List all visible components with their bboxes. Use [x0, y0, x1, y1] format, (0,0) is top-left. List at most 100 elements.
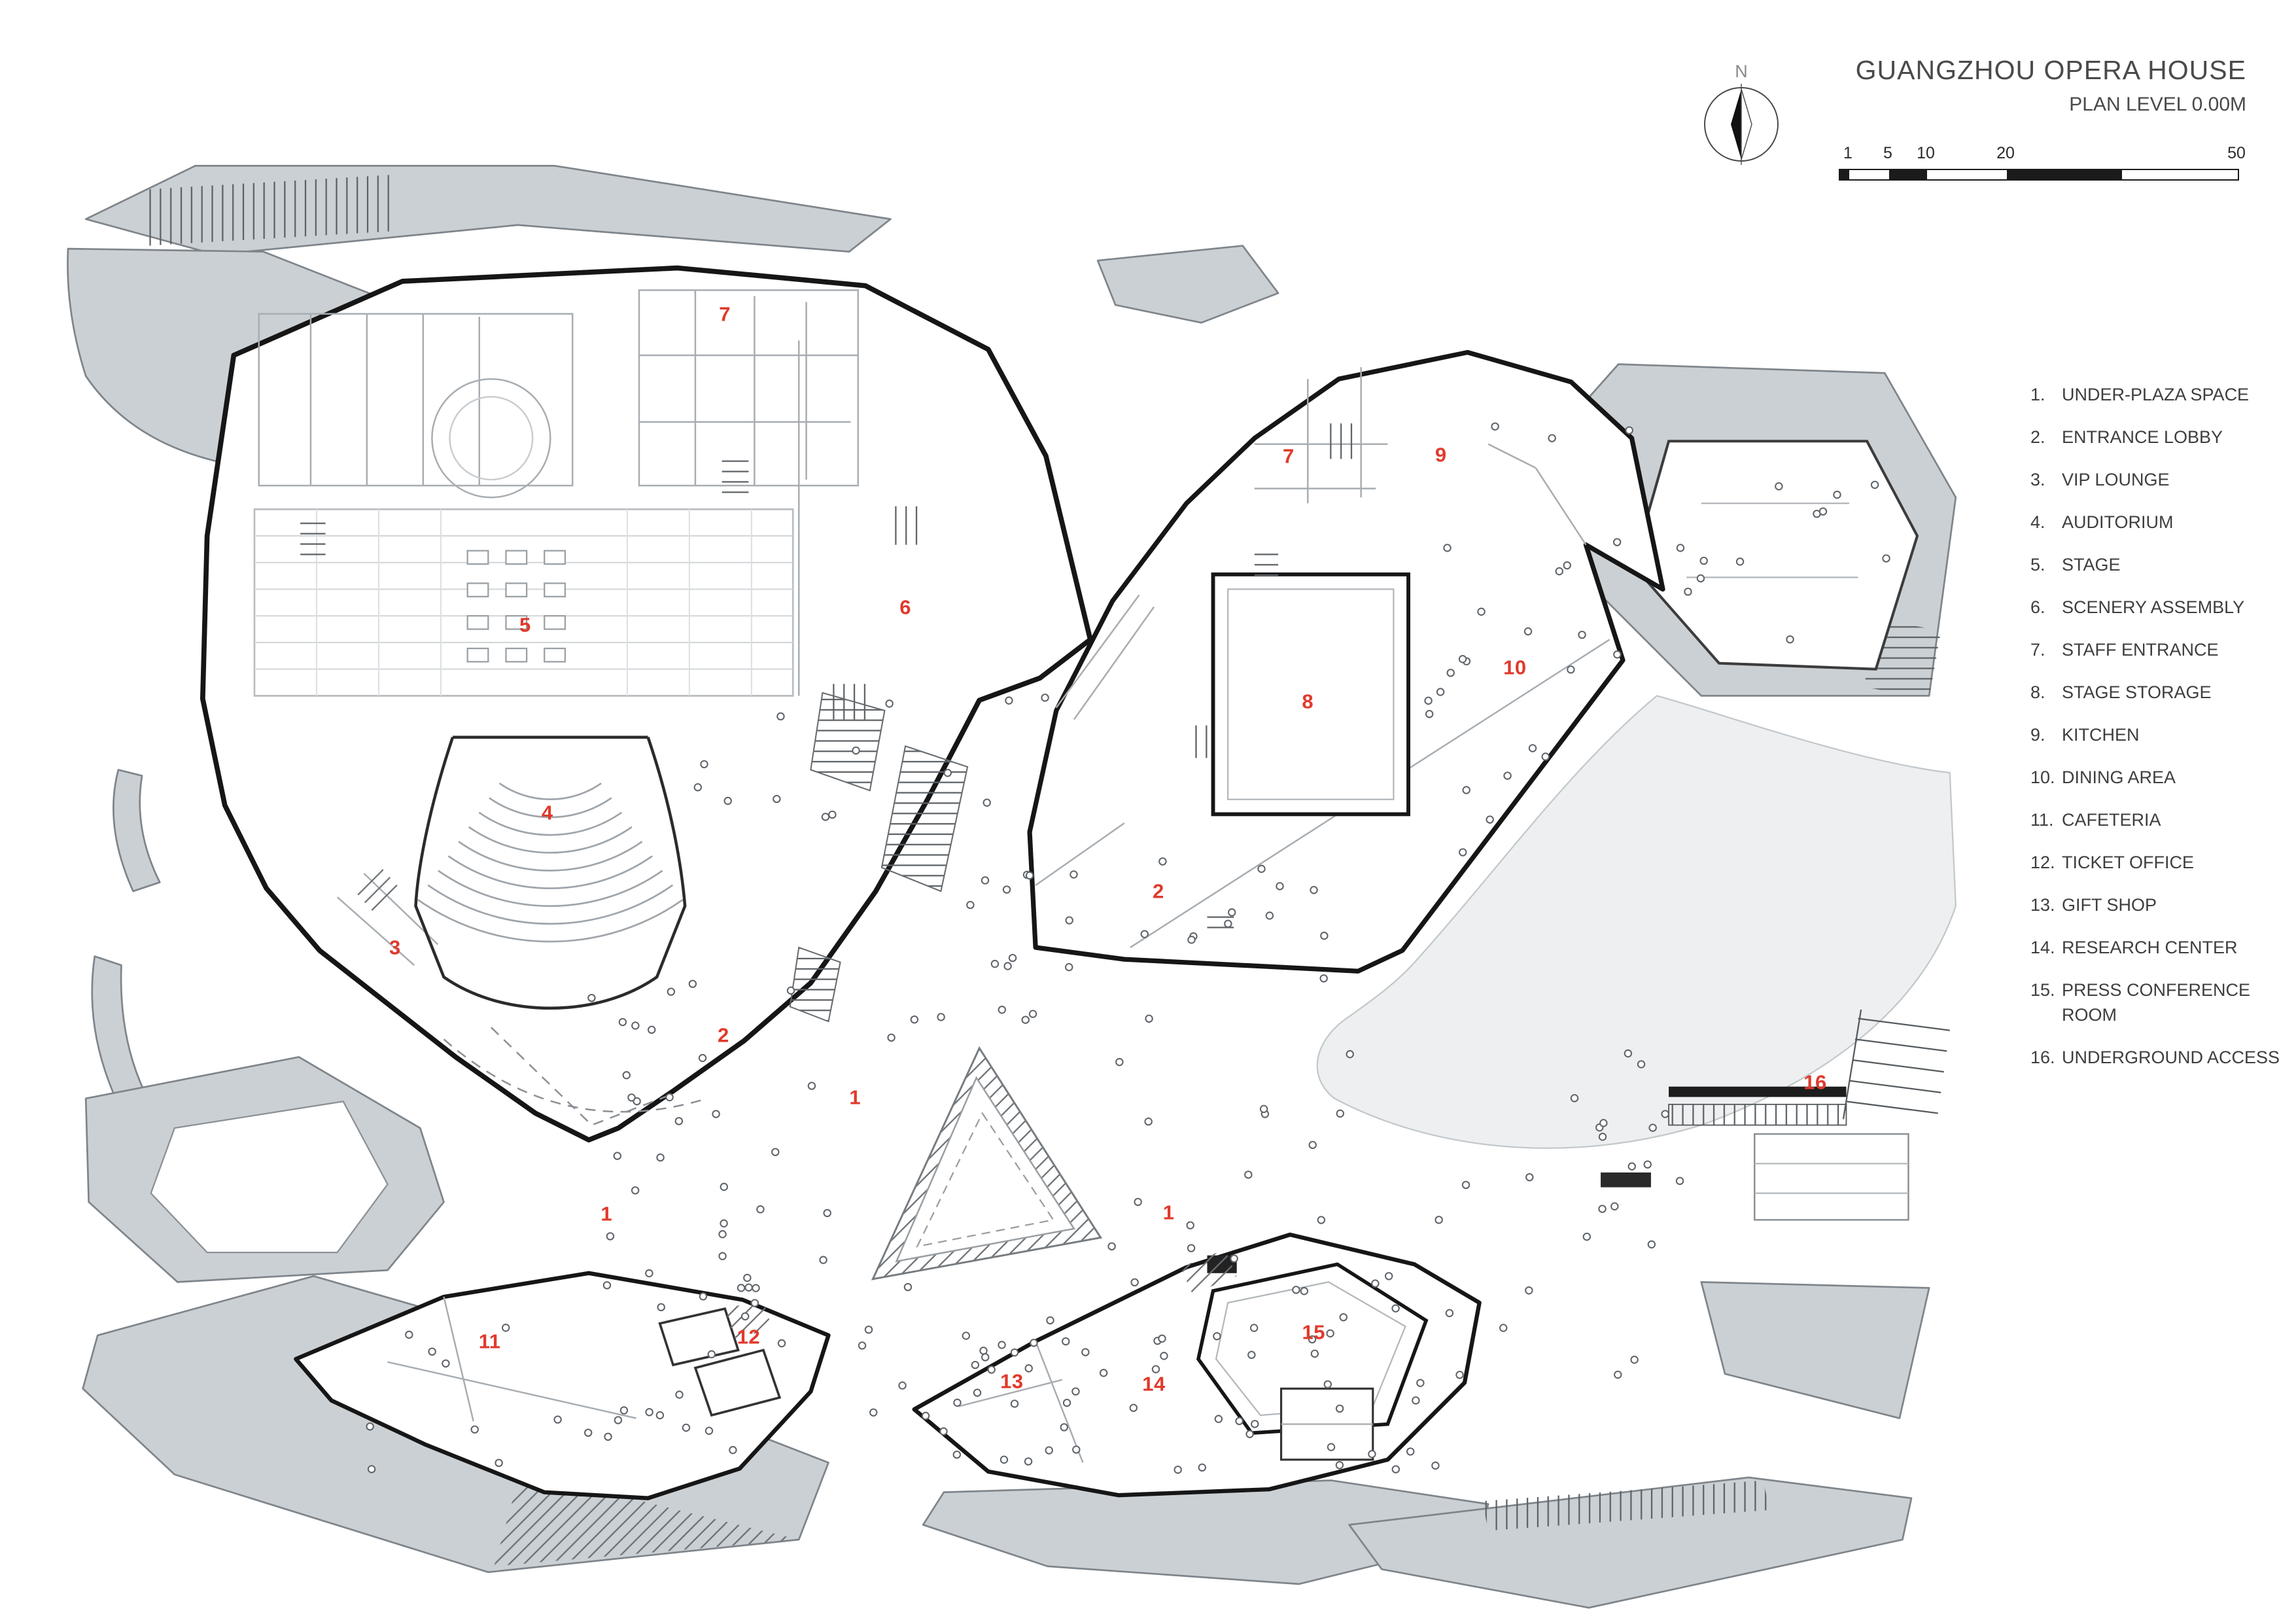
plaza-grand-stairs	[789, 692, 969, 1023]
column-dot	[1099, 1369, 1108, 1377]
legend-item: 4.AUDITORIUM	[2030, 510, 2292, 535]
pond	[1316, 695, 1957, 1149]
stage-box	[466, 550, 489, 565]
scale-tick-label: 1	[1843, 144, 1852, 162]
legend-item: 3.VIP LOUNGE	[2030, 467, 2292, 492]
legend-item-number: 11.	[2030, 810, 2054, 830]
legend-item-number: 6.	[2030, 597, 2045, 617]
column-dot	[1010, 1400, 1019, 1408]
column-dot	[887, 1033, 896, 1042]
column-dot	[910, 1015, 919, 1024]
auditorium-seating-arc	[447, 855, 653, 889]
column-dot	[1525, 1286, 1533, 1295]
scale-bar-ruler	[1839, 169, 2239, 181]
column-dot	[367, 1465, 376, 1474]
column-dot	[1461, 1180, 1470, 1190]
column-dot	[1570, 1094, 1579, 1103]
column-dot	[583, 1428, 593, 1437]
column-dot	[1247, 1350, 1256, 1359]
north-indicator: N	[1696, 60, 1787, 172]
column-dot	[750, 1299, 759, 1307]
column-dot	[1005, 696, 1013, 705]
column-dot	[1870, 480, 1879, 489]
legend-item-label: DINING AREA	[2062, 768, 2176, 787]
column-dot	[700, 760, 708, 769]
column-dot	[622, 1071, 631, 1080]
column-dot	[1025, 871, 1034, 880]
column-dot	[953, 1398, 962, 1407]
plan-number-label: 9	[1435, 443, 1447, 467]
plaza-triangle-skylight	[871, 1046, 1103, 1280]
column-dot	[737, 1284, 746, 1292]
column-dot	[718, 1230, 727, 1239]
column-dot	[998, 1341, 1006, 1349]
column-dot	[1000, 1455, 1009, 1464]
plan-number-label: 1	[1162, 1201, 1175, 1224]
column-dot	[1041, 694, 1049, 702]
auditorium-seating-arc	[417, 899, 684, 943]
column-dot	[1174, 1466, 1182, 1474]
column-dot	[983, 798, 991, 807]
legend-item: 11.CAFETERIA	[2030, 807, 2292, 832]
column-dot	[720, 1182, 729, 1192]
stage-storage-room	[1211, 572, 1410, 817]
stage-box	[505, 582, 528, 597]
legend-item-number: 3.	[2030, 470, 2045, 489]
terrain-left-mid-cutout	[150, 1101, 389, 1254]
column-dot	[1676, 544, 1685, 552]
column-dot	[1598, 1205, 1607, 1213]
column-dot	[1060, 1423, 1068, 1432]
column-dot	[1257, 864, 1266, 874]
column-dot	[1391, 1465, 1400, 1474]
scale-bar-segment	[1889, 170, 1927, 179]
column-dot	[613, 1152, 621, 1160]
column-dot	[1384, 1272, 1393, 1280]
column-dot	[1265, 911, 1274, 920]
auditorium-seating	[417, 782, 684, 943]
column-dot	[1134, 1197, 1142, 1207]
column-dot	[698, 1053, 707, 1063]
side-stair-lines	[1842, 1009, 1950, 1120]
plan-number-label: 2	[718, 1023, 729, 1046]
column-dot	[1525, 1173, 1534, 1182]
research-partitions	[958, 1341, 1373, 1463]
column-dot	[707, 1350, 716, 1358]
annex-building	[1027, 349, 1665, 974]
column-dot	[1335, 1404, 1344, 1413]
column-dot	[1696, 574, 1705, 583]
legend-item-label: STAFF ENTRANCE	[2062, 640, 2219, 660]
column-dot	[1675, 1176, 1684, 1186]
column-dot	[1445, 1309, 1454, 1318]
column-dot	[1833, 490, 1841, 499]
legend-item-label: PRESS CONFERENCE ROOM	[2062, 980, 2251, 1025]
column-dot	[1081, 1348, 1090, 1356]
column-dot	[1259, 1104, 1268, 1114]
column-dot	[981, 876, 990, 885]
column-dot	[495, 1458, 503, 1468]
legend-item-number: 14.	[2030, 938, 2055, 957]
scale-tick-label: 5	[1883, 144, 1892, 162]
auditorium-seating-arc	[478, 811, 623, 836]
column-dot	[1346, 1050, 1354, 1059]
legend-item-number: 15.	[2030, 980, 2055, 1000]
stage-machinery-boxes	[466, 550, 566, 663]
stage-box	[466, 647, 489, 663]
plan-number-label: 16	[1803, 1070, 1827, 1094]
legend-item-number: 4.	[2030, 512, 2045, 532]
triangle-inner	[895, 1076, 1075, 1263]
legend-item-number: 5.	[2030, 555, 2045, 574]
legend-item-number: 8.	[2030, 682, 2045, 702]
column-dot	[1028, 1010, 1037, 1018]
plan-number-label: 11	[478, 1330, 501, 1353]
column-dot	[502, 1324, 510, 1332]
research-stair-hatch	[1180, 1249, 1237, 1294]
plan-number-label: 13	[1000, 1369, 1024, 1393]
column-dot	[1151, 1365, 1160, 1373]
column-dot	[1582, 1232, 1592, 1241]
scale-tick-label: 20	[1996, 144, 2015, 162]
column-dot	[1310, 1349, 1319, 1358]
stage-box	[466, 582, 489, 597]
legend-item-label: STAGE	[2062, 555, 2121, 574]
opera-house-building	[200, 265, 1093, 1142]
